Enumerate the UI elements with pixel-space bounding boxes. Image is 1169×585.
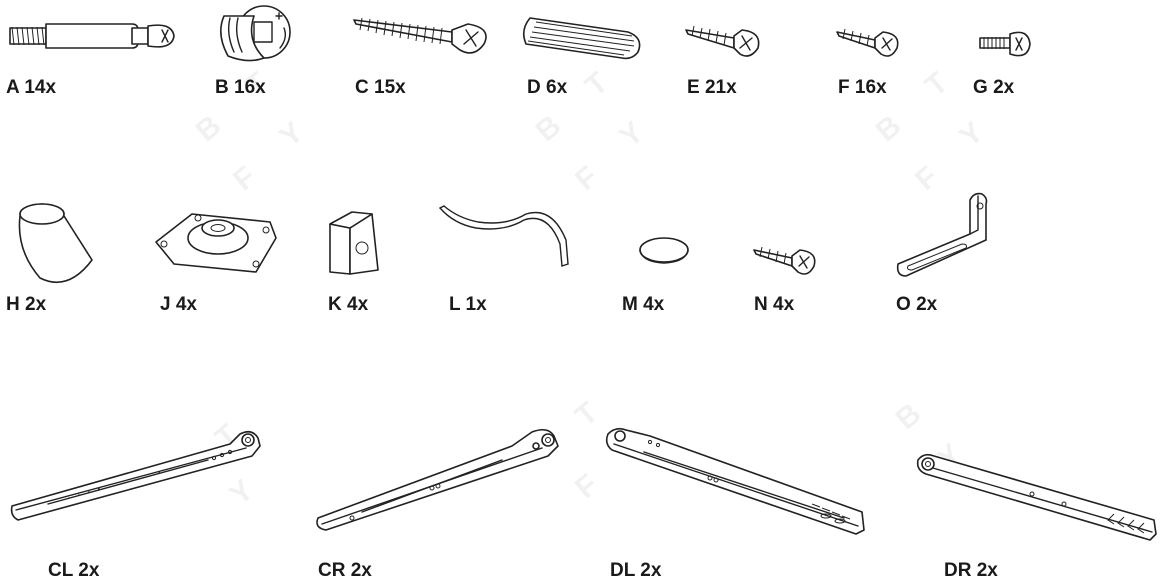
part-label-h: H 2x (6, 294, 47, 315)
watermark-letter: T (569, 396, 605, 434)
watermark-letter: F (569, 160, 605, 198)
part-label-g: G 2x (973, 77, 1015, 98)
watermark-letter: T (919, 66, 955, 104)
part-label-b: B 16x (215, 77, 266, 98)
felt-pad-icon (639, 237, 689, 264)
drawer-rail-icon (10, 430, 261, 521)
part-label-c: C 15x (355, 77, 406, 98)
part-label-dr: DR 2x (944, 560, 998, 581)
spring-clip-icon (439, 205, 569, 267)
screw-icon (836, 28, 899, 57)
machine-screw-icon (979, 31, 1031, 57)
part-label-cl: CL 2x (48, 560, 100, 581)
watermark-letter: T (579, 66, 615, 104)
screw-icon (753, 246, 816, 275)
angle-bracket-icon (896, 192, 988, 277)
drawer-rail-icon (916, 453, 1157, 541)
watermark-letter: Y (613, 115, 650, 154)
part-label-f: F 16x (838, 77, 887, 98)
watermark-letter: F (227, 160, 263, 198)
part-label-l: L 1x (449, 294, 487, 315)
part-label-m: M 4x (622, 294, 665, 315)
watermark-letter: Y (273, 115, 310, 154)
watermark-letter: B (189, 109, 228, 149)
part-label-k: K 4x (328, 294, 369, 315)
wooden-dowel-icon (522, 17, 641, 60)
part-label-n: N 4x (754, 294, 795, 315)
watermark-letter: B (889, 397, 928, 437)
cam-bolt-icon (9, 23, 175, 49)
part-label-cr: CR 2x (318, 560, 372, 581)
drawer-rail-icon (605, 427, 865, 535)
watermark-letter: F (569, 468, 605, 506)
watermark-letter: Y (953, 115, 990, 154)
furniture-foot-icon (18, 203, 93, 284)
part-label-d: D 6x (527, 77, 568, 98)
wood-screw-long-icon (353, 17, 487, 54)
part-label-j: J 4x (160, 294, 197, 315)
part-label-a: A 14x (6, 77, 57, 98)
mounting-plate-icon (155, 213, 277, 273)
corner-bracket-icon (329, 211, 379, 275)
watermark-letter: B (869, 109, 908, 149)
watermark-letter: B (529, 109, 568, 149)
part-label-dl: DL 2x (610, 560, 662, 581)
cam-lock-icon (220, 5, 291, 62)
screw-icon (685, 25, 760, 57)
part-label-e: E 21x (687, 77, 737, 98)
part-label-o: O 2x (896, 294, 938, 315)
drawer-rail-icon (316, 428, 559, 531)
